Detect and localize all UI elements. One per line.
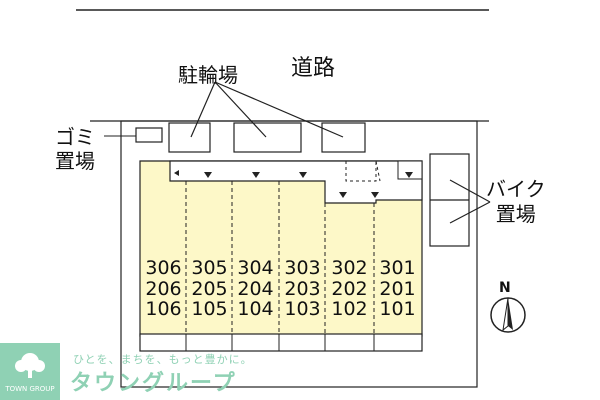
unit-302: 302 — [331, 257, 368, 279]
unit-204: 204 — [237, 278, 274, 300]
site-boundary — [120, 120, 478, 388]
motorcycle-leader-1 — [449, 179, 491, 203]
garbage-label-line1: ゴミ — [55, 125, 95, 149]
garbage-box — [135, 127, 163, 143]
brand-badge-text: TOWN GROUP — [5, 385, 55, 393]
brand-tagline: ひとを、まちを、もっと豊かに。 — [73, 353, 253, 366]
garbage-label: ゴミ 置場 — [55, 125, 95, 173]
stair-outline — [345, 161, 377, 182]
bicycle-box-2 — [233, 122, 302, 153]
unit-301: 301 — [379, 257, 416, 279]
unit-105: 105 — [191, 298, 228, 320]
entrance-marker — [299, 172, 307, 178]
motorcycle-label-line1: バイク — [486, 177, 546, 201]
brand-tree-icon — [15, 353, 45, 378]
entrance-marker — [371, 192, 379, 198]
bicycle-leader-3 — [214, 81, 344, 138]
unit-201: 201 — [379, 278, 416, 300]
entrance-marker — [252, 172, 260, 178]
motorcycle-leader-2 — [449, 201, 491, 224]
unit-101: 101 — [379, 298, 416, 320]
road-label: 道路 — [291, 56, 336, 81]
brand-name: タウングループ — [70, 371, 237, 396]
bicycle-box-1 — [168, 122, 211, 153]
bicycle-leader-2 — [214, 81, 267, 138]
entrance-marker — [339, 192, 347, 198]
unit-202: 202 — [331, 278, 368, 300]
unit-306: 306 — [145, 257, 182, 279]
compass-needle-right — [508, 298, 513, 330]
garbage-label-line2: 置場 — [55, 149, 95, 173]
motorcycle-parking-label: バイク 置場 — [486, 177, 546, 227]
unit-303: 303 — [284, 257, 321, 279]
north-label: N — [499, 280, 511, 296]
entrance-marker — [405, 172, 413, 178]
entrance-marker — [174, 170, 179, 176]
unit-104: 104 — [237, 298, 274, 320]
unit-205: 205 — [191, 278, 228, 300]
entrance-marker — [204, 172, 212, 178]
bicycle-parking-label: 駐輪場 — [178, 63, 238, 87]
bicycle-box-3 — [321, 122, 366, 153]
bicycle-leader-1 — [190, 81, 216, 138]
unit-103: 103 — [284, 298, 321, 320]
unit-206: 206 — [145, 278, 182, 300]
balcony-strip — [139, 333, 423, 352]
motorcycle-label-line2: 置場 — [495, 202, 536, 226]
unit-305: 305 — [191, 257, 228, 279]
unit-102: 102 — [331, 298, 368, 320]
unit-304: 304 — [237, 257, 274, 279]
corridor-notch — [397, 160, 423, 180]
unit-203: 203 — [284, 278, 321, 300]
unit-106: 106 — [145, 298, 182, 320]
